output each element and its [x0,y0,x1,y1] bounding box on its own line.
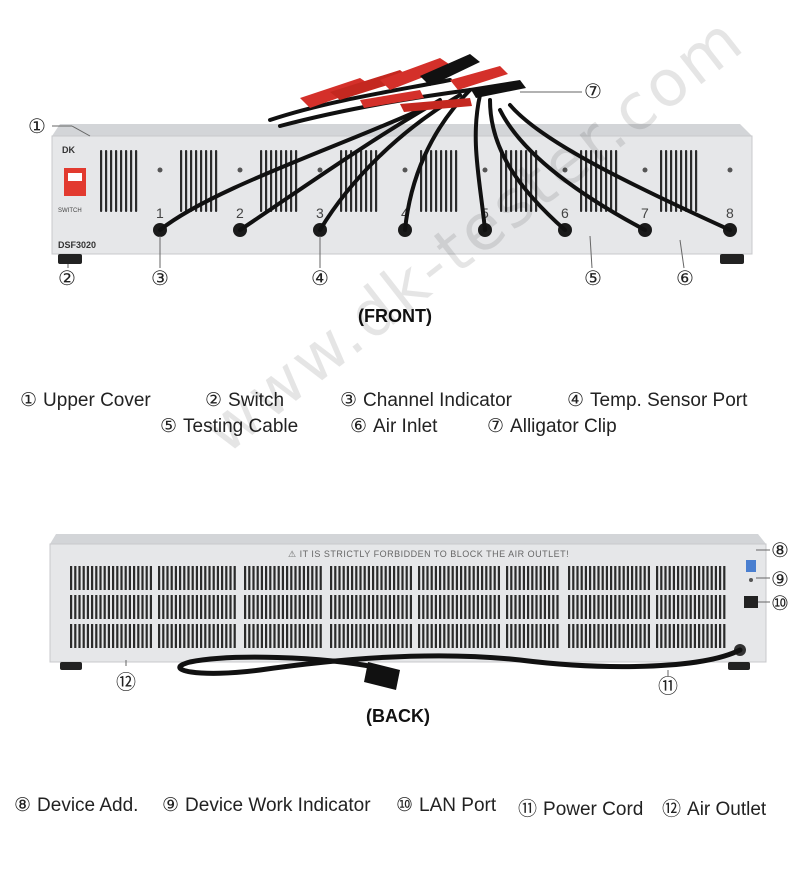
alligator-clip [300,54,526,112]
callout-alligator-clip: ⑦ [584,79,602,103]
callout-temp-sensor-port: ④ [311,266,329,290]
lan-port [744,596,758,608]
channel-number: 2 [236,205,244,221]
channel-indicator-led [727,167,733,173]
callout-device-address: ⑧ [771,538,789,562]
air-outlet [70,566,726,648]
switch-label: SWITCH [58,208,82,214]
callout-switch: ② [58,266,76,290]
power-switch [64,168,86,196]
model-label: DSF3020 [58,240,96,250]
callout-device-work-indicator: ⑨ [771,567,789,591]
device-address-switch [746,560,756,572]
back-device-image [49,534,770,690]
callout-lan-port: ⑩ [771,591,789,615]
channel-indicator-led [562,167,568,173]
callout-upper-cover: ① [28,114,46,138]
channel-indicator-led [402,167,408,173]
channel-indicator-led [482,167,488,173]
brand-logo: DK [62,145,75,155]
callout-testing-cable: ⑤ [584,266,602,290]
testing-cable [158,78,732,232]
channel-number: 7 [641,205,649,221]
back-caption: (BACK) [366,706,430,726]
device-work-led [749,578,753,582]
front-caption: (FRONT) [358,306,432,326]
channel-number: 8 [726,205,734,221]
channel-number: 4 [401,205,409,221]
back-warning-text: ⚠ IT IS STRICTLY FORBIDDEN TO BLOCK THE … [288,549,570,559]
channel-indicator-led [157,167,163,173]
channel-indicator-led [642,167,648,173]
power-cord [177,647,743,676]
callout-power-cord: ⑪ [658,674,678,698]
callout-air-outlet: ⑫ [116,670,136,694]
channel-number: 6 [561,205,569,221]
channel-indicator-led [237,167,243,173]
callout-channel-indicator: ③ [151,266,169,290]
channel-number: 3 [316,205,324,221]
channel-number: 1 [156,205,164,221]
channel-indicator-led [317,167,323,173]
callout-air-inlet: ⑥ [676,266,694,290]
